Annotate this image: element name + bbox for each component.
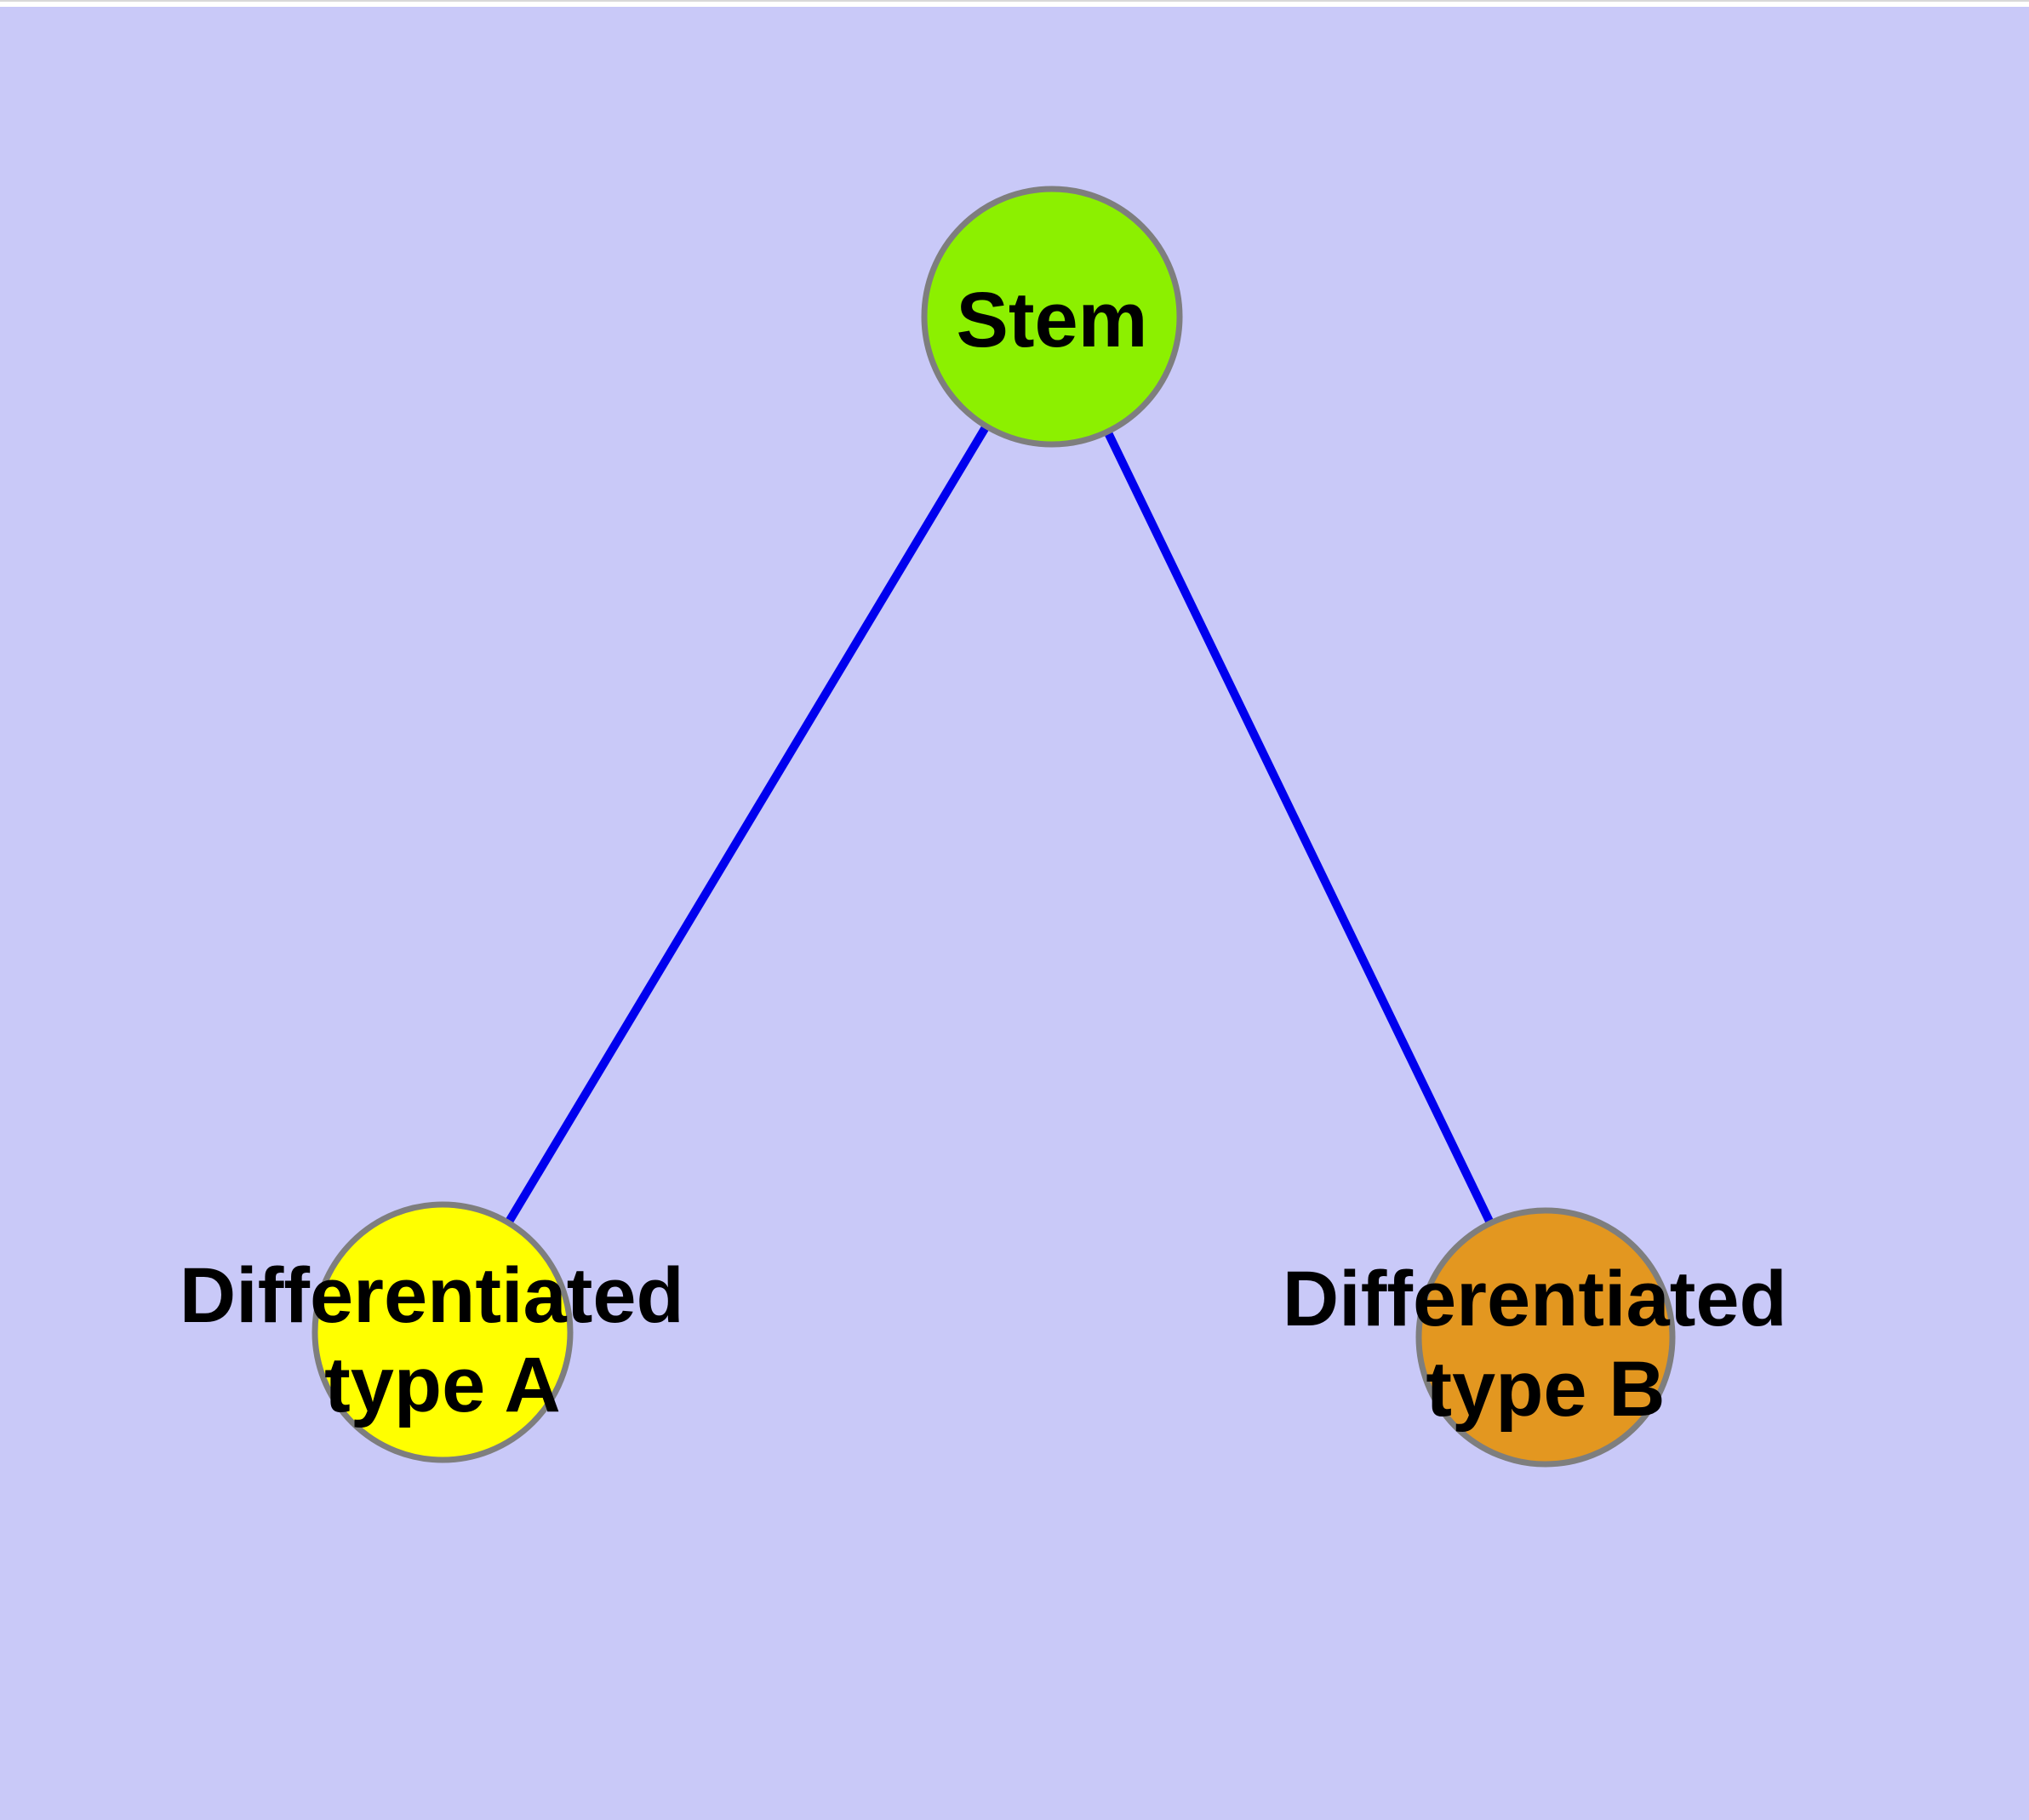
- top-margin-strip: [0, 2, 2029, 7]
- node-differentiated-type-b-label-line-1: Differentiated: [1283, 1256, 1787, 1342]
- edge-stem-to-type-b: [1048, 314, 1550, 1340]
- node-stem: [921, 186, 1183, 448]
- node-differentiated-type-b-label: Differentiated type B: [1283, 1256, 1809, 1433]
- top-hairline: [0, 0, 2029, 2]
- node-differentiated-type-b: [1415, 1207, 1676, 1468]
- node-differentiated-type-a: [311, 1201, 574, 1463]
- node-stem-label-line-1: Stem: [957, 277, 1148, 363]
- node-differentiated-type-a-label-line-1: Differentiated: [180, 1252, 684, 1339]
- node-differentiated-type-a-label: Differentiated type A: [180, 1252, 706, 1428]
- node-differentiated-type-b-label-line-2: type B: [1426, 1346, 1665, 1433]
- node-stem-label: Stem: [957, 277, 1148, 363]
- edge-stem-to-type-a: [438, 314, 1056, 1335]
- node-differentiated-type-a-label-line-2: type A: [324, 1342, 561, 1428]
